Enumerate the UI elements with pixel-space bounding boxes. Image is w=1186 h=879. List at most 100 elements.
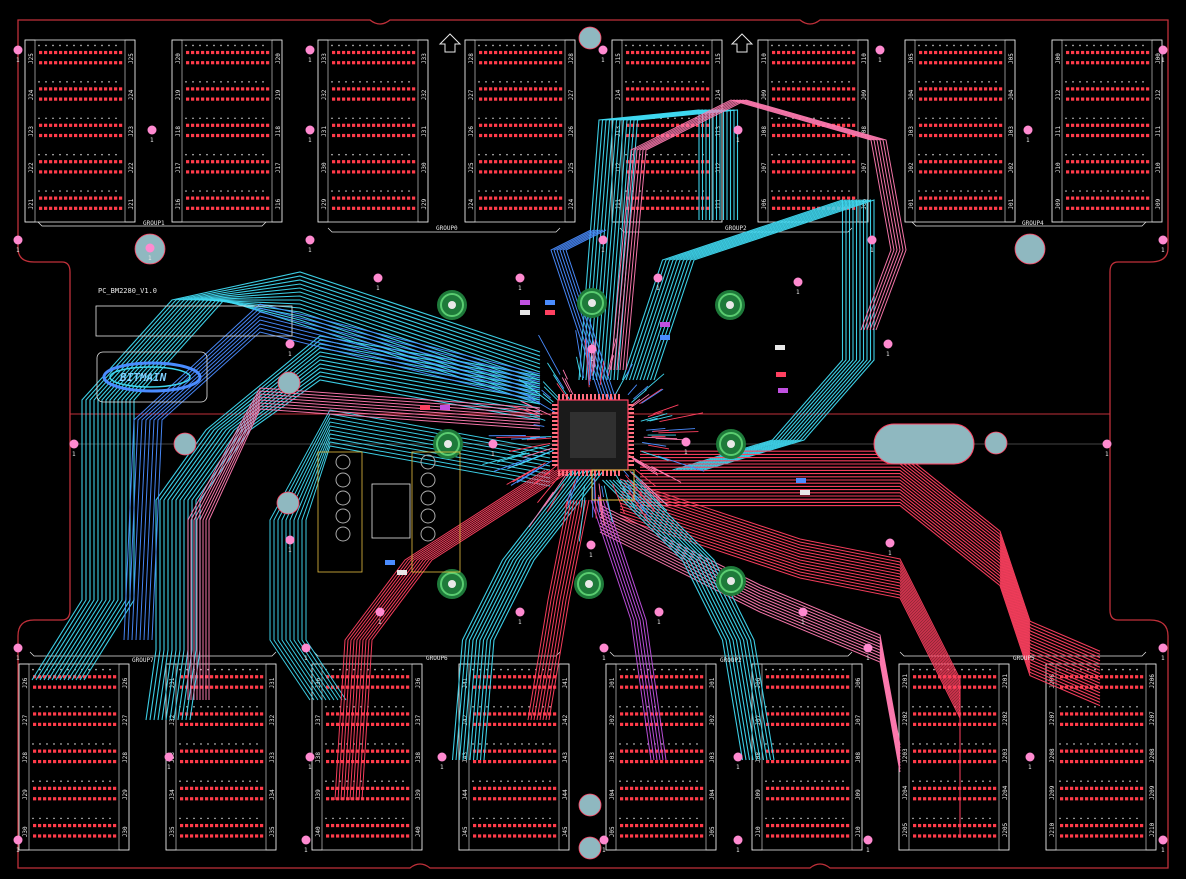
pad	[362, 206, 366, 210]
main-controller-chip[interactable]	[557, 399, 629, 471]
pad	[401, 722, 405, 726]
pad	[48, 685, 52, 689]
connector-label: J11	[1055, 126, 1062, 137]
pad	[48, 759, 52, 764]
pad	[984, 160, 988, 164]
connector-block[interactable]: J31J31J32J32J33J33J34J34J35J35	[165, 663, 277, 851]
pad	[1141, 97, 1145, 101]
pad	[797, 50, 801, 55]
pad	[806, 759, 810, 764]
pad	[261, 97, 265, 101]
pad	[235, 722, 239, 726]
pad	[1110, 722, 1114, 726]
pad	[241, 50, 245, 55]
pad	[508, 759, 512, 764]
pad	[841, 712, 845, 716]
pad	[953, 797, 957, 801]
pad	[230, 685, 234, 689]
pad	[665, 712, 669, 716]
pad	[200, 759, 204, 764]
pad	[1085, 722, 1089, 726]
pad	[240, 749, 244, 753]
pad	[533, 823, 537, 828]
pad	[104, 170, 108, 174]
pad	[78, 685, 82, 689]
pad	[225, 685, 229, 689]
pad	[529, 196, 533, 200]
pad	[1090, 685, 1094, 689]
pad	[943, 675, 947, 679]
pad	[342, 196, 346, 200]
pad	[686, 196, 690, 200]
pad	[827, 170, 831, 174]
pad	[969, 206, 973, 210]
connector-label: J32	[321, 89, 328, 100]
connector-label: J42	[562, 714, 569, 725]
pad	[706, 87, 710, 91]
connector-label: J209	[1049, 785, 1056, 800]
pad	[1106, 133, 1110, 138]
pad	[700, 786, 704, 790]
pad	[201, 196, 205, 200]
pad	[797, 196, 801, 200]
pad	[200, 786, 204, 790]
pad	[656, 133, 660, 138]
pad	[1101, 196, 1105, 200]
pad	[407, 50, 411, 55]
pad	[706, 97, 710, 101]
svg-text:1: 1	[308, 247, 312, 254]
pad	[923, 759, 927, 764]
pad	[973, 749, 977, 753]
pad	[246, 170, 250, 174]
pad	[43, 712, 47, 716]
connector-label: J22	[28, 162, 35, 173]
pad	[934, 61, 938, 65]
pad	[1136, 123, 1140, 127]
pad	[660, 759, 664, 764]
pad	[796, 685, 800, 689]
pad	[827, 196, 831, 200]
connector-label: J07	[861, 162, 868, 173]
pad	[191, 97, 195, 101]
pad	[488, 823, 492, 828]
pad	[367, 87, 371, 91]
pad	[523, 834, 527, 838]
pad	[54, 61, 58, 65]
pad	[216, 97, 220, 101]
pad	[401, 834, 405, 838]
pad	[700, 675, 704, 679]
pad	[407, 87, 411, 91]
pad	[336, 722, 340, 726]
pad	[1085, 834, 1089, 838]
pad	[78, 797, 82, 801]
svg-text:1: 1	[1161, 247, 1165, 254]
pad	[382, 97, 386, 101]
pad	[625, 749, 629, 753]
pad	[534, 170, 538, 174]
pad	[236, 206, 240, 210]
pad	[933, 685, 937, 689]
pad	[645, 749, 649, 753]
pad	[943, 834, 947, 838]
pad	[1135, 786, 1139, 790]
pad	[939, 61, 943, 65]
pad	[376, 685, 380, 689]
pad	[1091, 206, 1095, 210]
pad	[806, 712, 810, 716]
pad	[928, 786, 932, 790]
pad	[406, 786, 410, 790]
pad	[1096, 123, 1100, 127]
